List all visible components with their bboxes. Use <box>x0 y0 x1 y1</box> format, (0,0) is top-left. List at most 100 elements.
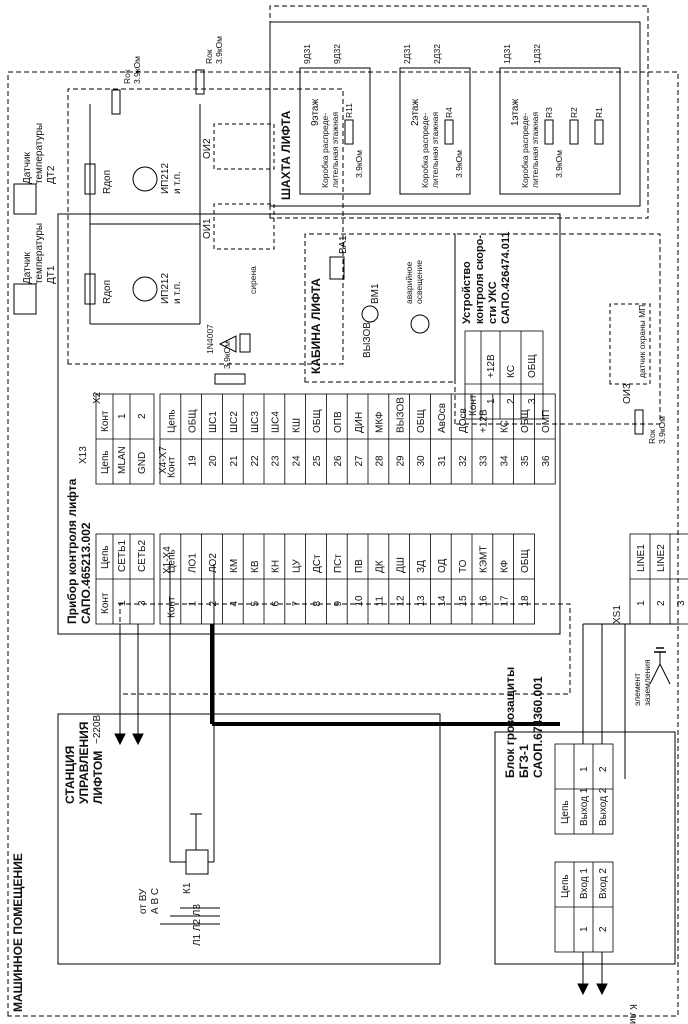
storm-out-cep-header: Цепь <box>560 800 571 824</box>
right-table-pin-kont: 19 <box>187 455 198 467</box>
rok-val-1: 3.9кОм <box>132 56 142 84</box>
sensors-frame <box>67 88 344 365</box>
rdop-2-label: Rдоп <box>102 170 113 194</box>
right-table-pin-cep: ОБЩ <box>416 409 427 433</box>
right-table-cep-header: Цепь <box>167 409 178 433</box>
right-table-pin-kont: 33 <box>479 455 490 467</box>
right-table-pin-cep: ДИН <box>354 412 365 433</box>
diode-label: 1N4007 <box>205 324 215 354</box>
smoke-detector-2 <box>132 166 158 192</box>
storm-in-kont: 1 <box>579 926 590 932</box>
left-table-pin-kont: 16 <box>479 595 490 607</box>
storm-out-cep: Выход 1 <box>579 787 590 826</box>
left-table-pin-kont: 1 <box>187 601 198 607</box>
storm-block: Блок грозозащиты БГЗ-1 САОП.674360.001 Ц… <box>494 623 680 1024</box>
floor-switch-label: 2Д31 <box>402 44 412 64</box>
floor-switch-label: 1Д32 <box>532 44 542 64</box>
left-table-pin-kont: 4 <box>229 601 240 607</box>
left-table-pin-kont: 5 <box>250 601 261 607</box>
right-table-pin-kont: 24 <box>291 455 302 467</box>
box-label-1-2: лительная этажная <box>530 111 540 188</box>
connector-x4x7-label: X4-X7 <box>158 446 169 474</box>
right-table-pin-kont: 26 <box>333 455 344 467</box>
storm-code: САОП.674360.001 <box>531 676 545 778</box>
floor-res-label: R3 <box>544 107 554 118</box>
rok-label-1: Rок <box>122 69 132 84</box>
net-pin-kont: 1 <box>117 413 128 419</box>
storm-out-kont: 2 <box>598 766 609 772</box>
box-label-9: Коробка распреде- <box>320 113 330 188</box>
station-title-1: СТАНЦИЯ <box>63 746 77 804</box>
left-table-pin-cep: КН <box>271 560 282 573</box>
ukc-pin-kont: 2 <box>506 398 517 404</box>
right-table-pin-cep: ШС1 <box>208 411 219 433</box>
machine-room-frame <box>7 71 679 1017</box>
right-table-pin-kont: 21 <box>229 455 240 467</box>
left-table-pin-cep: ДК <box>375 560 386 573</box>
left-table-pin-kont: 8 <box>312 601 323 607</box>
floor-1-box <box>499 67 621 195</box>
box-label-2-2: лительная этажная <box>430 111 440 188</box>
left-table-pin-kont: 11 <box>375 596 386 607</box>
left-table-pin-kont: 9 <box>333 601 344 607</box>
res-3-9k-label: 3,9кОм <box>222 341 232 369</box>
emergency-label: аварийное <box>404 261 414 304</box>
left-table-pin-cep: ЦУ <box>291 559 302 573</box>
right-table-pin-cep: ОБЩ <box>520 409 531 433</box>
floor-resistor-r3 <box>544 119 554 145</box>
smoke-detector-1 <box>132 276 158 302</box>
left-table-pin-cep: ЛО1 <box>187 553 198 573</box>
net-table: Цепь Конт MLAN 1 GND 2 X4-X7 X13 <box>78 393 169 485</box>
right-table-kont-header: Конт <box>167 456 178 478</box>
ground-element: элемент заземления <box>632 647 671 706</box>
floor-switch-label: 1Д31 <box>502 44 512 64</box>
right-table-pin-cep: ШС4 <box>271 411 282 433</box>
floors-group: 9этаж 2этаж 1этаж Коробка распреде- лите… <box>299 44 621 195</box>
box-label-2: Коробка распреде- <box>420 113 430 188</box>
floor-1-label: 1этаж <box>510 99 521 126</box>
xs1-pin-kont: 2 <box>656 600 667 606</box>
storm-model: БГЗ-1 <box>517 744 531 778</box>
floor-switch-label: 9Д31 <box>302 44 312 64</box>
right-table-pin-kont: 31 <box>437 455 448 467</box>
right-table-pin-cep: ОБЩ <box>312 409 323 433</box>
sensors-block: Датчик температуры ДТ1 Датчик температур… <box>13 36 275 385</box>
ukc-pin-kont: 1 <box>486 398 497 404</box>
floor-2-label: 2этаж <box>410 99 421 126</box>
left-table-pin-kont: 12 <box>395 595 406 607</box>
mains-arrows <box>114 624 144 746</box>
ip212-2-label: ИП212 <box>160 163 171 194</box>
right-table-pin-cep: +12В <box>479 409 490 433</box>
xs1-pin-kont: 3 <box>676 600 687 606</box>
ukc-block: Устройство контроля скоро- сти УКС САПО.… <box>461 232 544 420</box>
floor-resistor-r1 <box>594 119 604 145</box>
right-table-pin-kont: 30 <box>416 455 427 467</box>
ip212-1-label-2: и т.п. <box>172 281 183 304</box>
ukc-pin-cep: ОБЩ <box>527 354 538 378</box>
microphone-vm1 <box>361 305 379 323</box>
mp-sensor-block: ОИ3 датчик охраны МП Rок 3.9кОм <box>609 303 667 444</box>
right-table-pin-kont: 29 <box>395 455 406 467</box>
mains-label: ~220В <box>92 714 103 744</box>
cabin-block: КАБИНА ЛИФТА ВА1 ВМ1 ВЫЗОВ аварийное осв… <box>309 235 430 374</box>
xs1-pin-table: 1 LINE1 2 LINE2 3 <box>629 533 688 625</box>
emergency-label-2: освещение <box>414 260 424 304</box>
left-table-pin-cep: ТО <box>458 559 469 573</box>
ukc-title-2: контроля скоро- <box>474 235 486 324</box>
oi1-label: ОИ1 <box>202 218 213 239</box>
relay-k1 <box>185 849 209 875</box>
left-table-pin-cep: КВ <box>250 560 261 573</box>
net-pin-kont: 2 <box>137 413 148 419</box>
xs1-pin-cep: LINE1 <box>636 544 647 572</box>
right-table-pin-kont: 36 <box>541 455 552 467</box>
left-table-pin-cep: КМ <box>229 559 240 573</box>
left-table-pin-cep: КЭМТ <box>479 546 490 573</box>
rok-mp-val: 3.9кОм <box>657 416 667 444</box>
temp-sensor-dt2 <box>13 183 37 215</box>
floor-resistor-r4 <box>444 119 454 145</box>
floor-2-box <box>399 67 471 195</box>
right-table-pin-kont: 23 <box>271 455 282 467</box>
rdop-1-label: Rдоп <box>102 280 113 304</box>
